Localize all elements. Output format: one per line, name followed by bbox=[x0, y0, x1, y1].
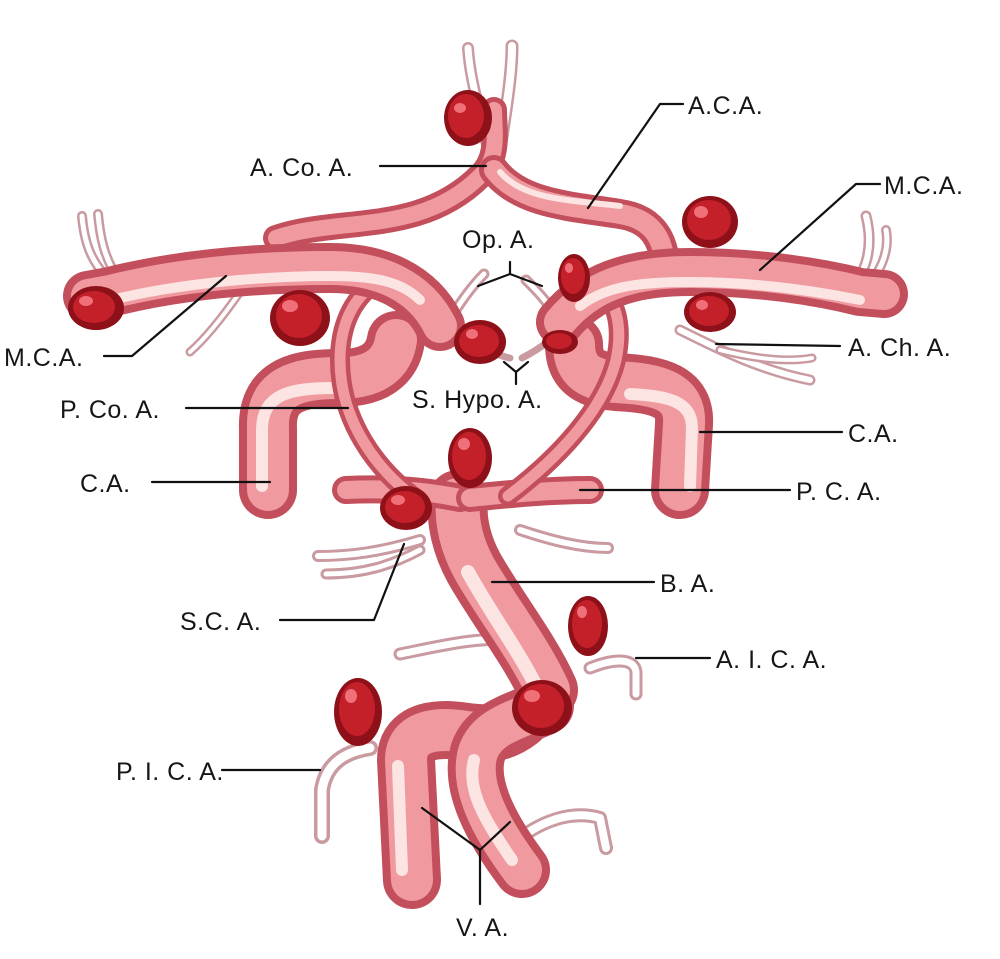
leader-mca-left bbox=[102, 274, 228, 358]
label-ca-right: C.A. bbox=[848, 420, 899, 448]
label-shypoa: S. Hypo. A. bbox=[412, 386, 543, 414]
aca-vessels bbox=[263, 97, 679, 271]
leader-sca bbox=[278, 542, 406, 622]
label-acoa: A. Co. A. bbox=[250, 154, 353, 182]
label-opa: Op. A. bbox=[462, 226, 534, 254]
label-acha: A. Ch. A. bbox=[848, 334, 951, 362]
labels: A.C.A. A. Co. A. M.C.A. Op. A. A. Ch. A.… bbox=[4, 92, 963, 942]
aneurysm-aca bbox=[444, 90, 492, 146]
label-ca-left: C.A. bbox=[80, 470, 131, 498]
aneurysm-aica bbox=[568, 596, 608, 656]
pca-vessels bbox=[332, 475, 604, 512]
aneurysm-left-carotid bbox=[270, 290, 330, 346]
aneurysm-left-mca bbox=[68, 286, 124, 330]
aneurysm-vertebral-junction bbox=[512, 680, 572, 736]
leader-va bbox=[420, 806, 512, 906]
label-sca: S.C. A. bbox=[180, 608, 261, 636]
aneurysm-shypo-left bbox=[454, 320, 506, 364]
vertebral-vessels bbox=[377, 678, 574, 909]
aneurysm-basilar-tip bbox=[448, 428, 492, 488]
label-aica: A. I. C. A. bbox=[716, 646, 827, 674]
aneurysm-pica bbox=[334, 678, 382, 746]
aneurysm-opa-right bbox=[558, 254, 590, 302]
basilar-vessel bbox=[427, 470, 578, 720]
label-pcoa: P. Co. A. bbox=[60, 396, 160, 424]
aneurysm-shypo-right bbox=[542, 330, 578, 354]
aneurysm-sca bbox=[380, 486, 432, 530]
label-pica: P. I. C. A. bbox=[116, 758, 224, 786]
aneurysm-right-carotid bbox=[684, 292, 736, 332]
leader-lines bbox=[102, 102, 882, 906]
aneurysms bbox=[68, 90, 738, 746]
leader-shypoa bbox=[502, 360, 530, 386]
left-mca-vessel bbox=[63, 243, 465, 351]
right-carotid-vessel bbox=[545, 315, 714, 519]
label-mca-left: M.C.A. bbox=[4, 344, 83, 372]
label-pca: P. C. A. bbox=[796, 478, 882, 506]
leader-mca-right bbox=[758, 182, 882, 272]
aneurysm-right-mca bbox=[682, 196, 738, 248]
leader-acha bbox=[714, 342, 842, 348]
leader-opa bbox=[476, 260, 544, 288]
acha-vessel bbox=[674, 324, 817, 386]
sca-vessels bbox=[312, 524, 614, 580]
leader-aca bbox=[586, 102, 685, 210]
right-mca-vessel bbox=[536, 248, 908, 346]
label-mca-right: M.C.A. bbox=[884, 172, 963, 200]
label-aca: A.C.A. bbox=[688, 92, 763, 120]
label-va: V. A. bbox=[456, 914, 509, 942]
label-ba: B. A. bbox=[660, 570, 715, 598]
